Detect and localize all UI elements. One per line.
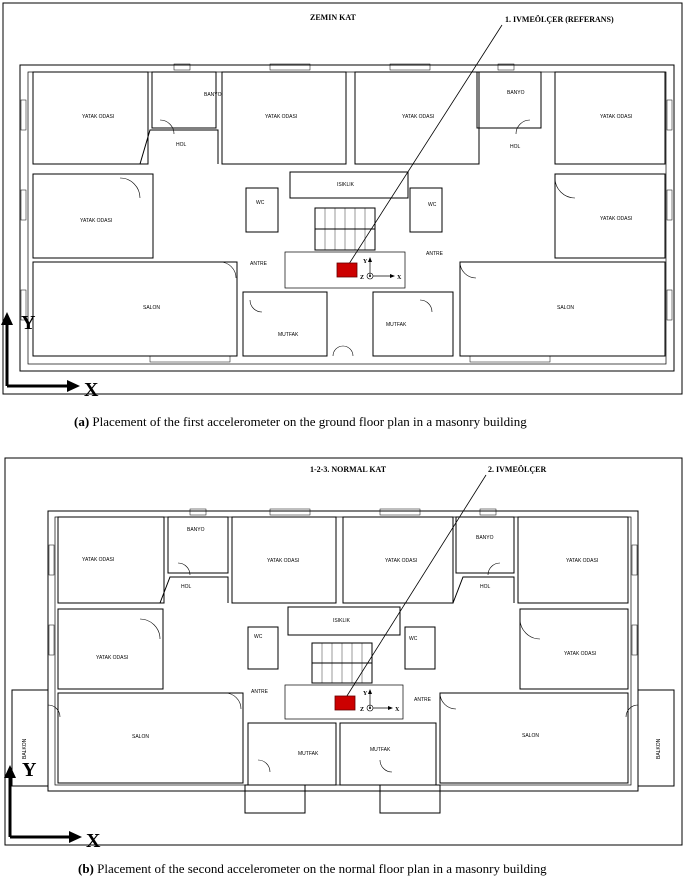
- room-label: MUTFAK: [386, 322, 407, 328]
- room-label: ANTRE: [251, 689, 269, 695]
- axis-x-label: X: [84, 379, 99, 400]
- room-label: BALKON: [22, 738, 28, 759]
- room-label: HOL: [480, 584, 491, 590]
- room-label: MUTFAK: [298, 751, 319, 757]
- caption-b-text: Placement of the second accelerometer on…: [97, 861, 547, 876]
- caption-a: (a) Placement of the first accelerometer…: [74, 414, 527, 430]
- caption-a-letter: (a): [74, 414, 90, 429]
- room-label: YATAK ODASI: [80, 218, 112, 224]
- room-label: MUTFAK: [278, 332, 299, 338]
- room-label: HOL: [181, 584, 192, 590]
- room-label: SALON: [522, 733, 539, 739]
- room-label: WC: [428, 202, 437, 208]
- room-label: HOL: [176, 142, 187, 148]
- axis-z-label-small: Z: [360, 707, 364, 713]
- room-label: YATAK ODASI: [265, 114, 297, 120]
- room-label: YATAK ODASI: [82, 557, 114, 563]
- room-label: SALON: [132, 734, 149, 740]
- room-label: YATAK ODASI: [267, 558, 299, 564]
- room-label: MUTFAK: [370, 747, 391, 753]
- caption-b: (b) Placement of the second acceleromete…: [78, 861, 547, 877]
- frame: [4, 457, 683, 846]
- frame: [2, 2, 683, 395]
- room-label: ISIKLIK: [337, 182, 355, 188]
- axis-y-label-small: Y: [363, 691, 368, 697]
- floor-title: ZEMIN KAT: [310, 13, 357, 22]
- room-label: HOL: [510, 144, 521, 150]
- room-label: WC: [256, 200, 265, 206]
- caption-a-text: Placement of the first accelerometer on …: [92, 414, 527, 429]
- room-label: BANYO: [187, 527, 205, 533]
- global-axes-a: Y X: [1, 312, 99, 400]
- sensor-label: 2. IVMEÖLÇER: [488, 465, 546, 474]
- room-label: YATAK ODASI: [96, 655, 128, 661]
- accelerometer-2: [334, 695, 356, 711]
- floor-title: 1-2-3. NORMAL KAT: [310, 465, 387, 474]
- ground-floor-plan: Y Z X ZEMIN KAT 1. IVMEÖLÇER (REFERANS) …: [1, 2, 683, 400]
- axis-x-label-small: X: [397, 275, 402, 281]
- axis-y-label: Y: [22, 759, 37, 781]
- room-label: ISIKLIK: [333, 618, 351, 624]
- room-label: BANYO: [476, 535, 494, 541]
- room-label: WC: [409, 636, 418, 642]
- room-label: YATAK ODASI: [566, 558, 598, 564]
- global-axes-b: Y X: [4, 759, 101, 852]
- room-label: ANTRE: [414, 697, 432, 703]
- accelerometer-1: [336, 262, 358, 278]
- axis-y-label: Y: [21, 312, 36, 334]
- room-label: BANYO: [507, 90, 525, 96]
- sensor-leader-line: [346, 24, 503, 268]
- room-label: YATAK ODASI: [564, 651, 596, 657]
- room-label: YATAK ODASI: [600, 216, 632, 222]
- room-label: YATAK ODASI: [600, 114, 632, 120]
- room-label: BANYO: [204, 92, 222, 98]
- axis-x-label: X: [86, 830, 101, 852]
- local-axes-a: Y Z X: [360, 257, 402, 281]
- sensor-label: 1. IVMEÖLÇER (REFERANS): [505, 15, 614, 24]
- room-label: YATAK ODASI: [385, 558, 417, 564]
- caption-b-letter: (b): [78, 861, 94, 876]
- room-label: SALON: [143, 305, 160, 311]
- building-outer-wall: [19, 64, 675, 372]
- local-axes-b: Y Z X: [360, 689, 400, 713]
- room-label: YATAK ODASI: [402, 114, 434, 120]
- normal-floor-plan: Y Z X 1-2-3. NORMAL KAT 2. IVMEÖLÇER YAT…: [4, 457, 683, 852]
- room-label: BALKON: [656, 738, 662, 759]
- room-label: WC: [254, 634, 263, 640]
- sensor-leader-line: [344, 474, 487, 700]
- axis-z-label-small: Z: [360, 275, 364, 281]
- room-label: YATAK ODASI: [82, 114, 114, 120]
- room-label: ANTRE: [426, 251, 444, 257]
- building-outer-wall: [47, 510, 639, 792]
- axis-y-label-small: Y: [363, 259, 368, 265]
- room-label: ANTRE: [250, 261, 268, 267]
- room-label: SALON: [557, 305, 574, 311]
- axis-x-label-small: X: [395, 707, 400, 713]
